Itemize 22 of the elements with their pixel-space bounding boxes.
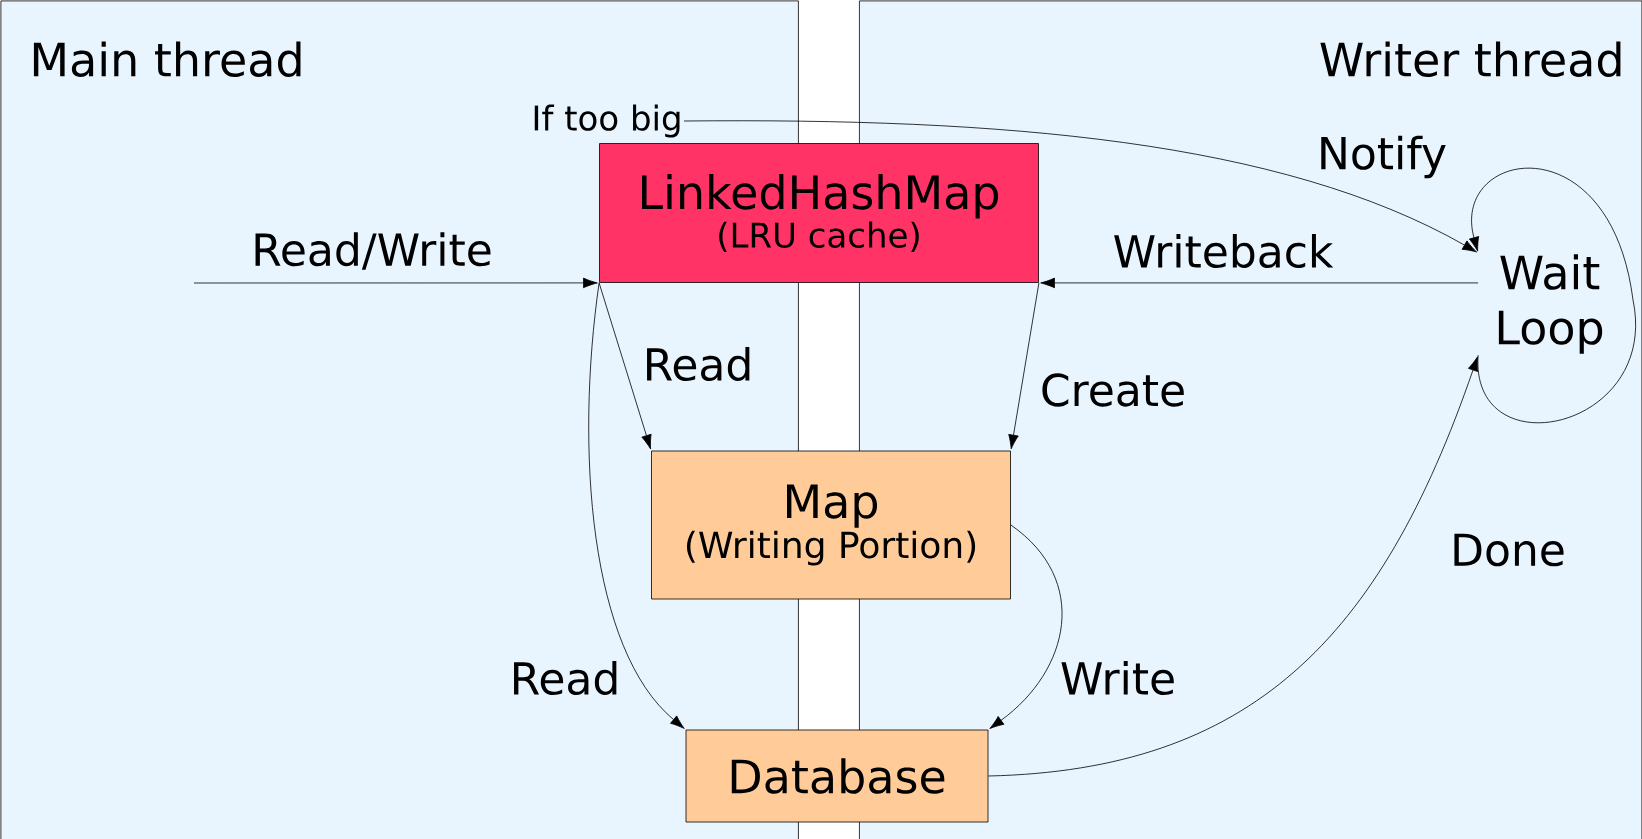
state-label: If too big <box>534 104 680 138</box>
arrow <box>588 282 685 729</box>
arrow <box>989 524 1063 729</box>
arrow <box>1040 277 1479 289</box>
state-label: Wait Loop <box>1498 254 1603 354</box>
arrow <box>193 277 598 289</box>
process-box: Database <box>685 729 989 823</box>
edge-label: Notify <box>1315 133 1450 181</box>
edge-label: Create <box>1037 371 1189 409</box>
arrow <box>683 120 1477 253</box>
arrow <box>988 356 1478 777</box>
process-box: Map (Writing Portion) <box>651 450 1011 600</box>
edge-label: Writeback <box>1110 232 1336 271</box>
arrow <box>598 282 652 450</box>
arrow <box>1468 168 1636 424</box>
edge-label: Read <box>640 345 756 384</box>
edge-label: Read <box>507 659 623 698</box>
arrow <box>1008 282 1040 450</box>
process-box: LinkedHashMap (LRU cache) <box>599 143 1039 283</box>
edge-label: Read/Write <box>249 230 495 272</box>
edge-label: Write <box>1057 659 1179 698</box>
edge-label: Done <box>1448 531 1568 569</box>
